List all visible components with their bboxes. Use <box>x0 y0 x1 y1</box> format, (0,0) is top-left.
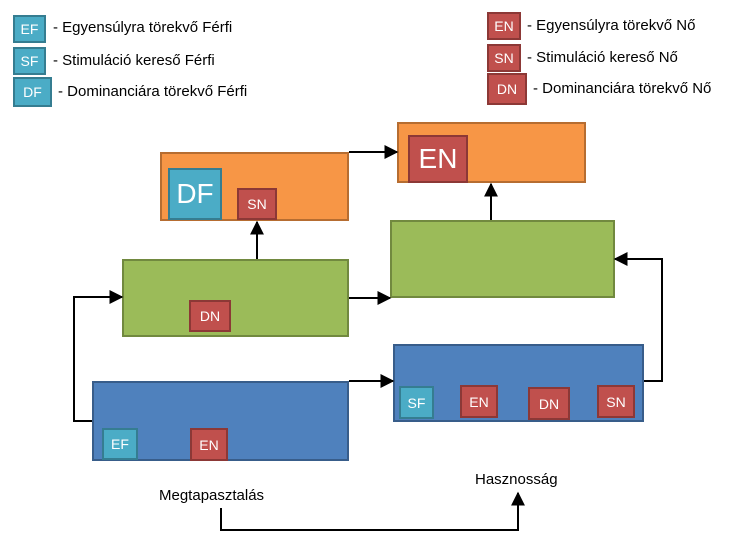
middle-right-box <box>390 220 615 298</box>
badge-sf: SF <box>399 386 434 419</box>
badge-en-top: EN <box>408 135 468 183</box>
badge-ef: EF <box>102 428 138 460</box>
label-hasznossag: Hasznosság <box>475 471 558 488</box>
badge-dn-bottom-right: DN <box>528 387 570 420</box>
legend-badge-sn: SN <box>487 44 521 72</box>
badge-sn-top: SN <box>237 188 277 220</box>
badge-en-bottom-right: EN <box>460 385 498 418</box>
badge-en-bottom-left: EN <box>190 428 228 461</box>
arrow-megtapasztalas-to-hasznossag <box>220 491 525 531</box>
legend-text-df: - Dominanciára törekvő Férfi <box>58 83 248 100</box>
legend-text-dn: - Dominanciára törekvő Nő <box>533 80 712 97</box>
legend-text-ef: - Egyensúlyra törekvő Férfi <box>53 19 233 36</box>
middle-left-box <box>122 259 349 337</box>
legend-badge-dn: DN <box>487 73 527 105</box>
arrow-bottomleft-to-middleleft <box>73 290 124 422</box>
legend-badge-ef: EF <box>13 15 46 43</box>
badge-dn-middle: DN <box>189 300 231 332</box>
legend-badge-sf: SF <box>13 47 46 75</box>
legend-text-sn: - Stimuláció kereső Nő <box>527 49 678 66</box>
badge-sn-bottom-right: SN <box>597 385 635 418</box>
arrow-bottomright-to-middleright <box>613 252 663 382</box>
legend-text-sf: - Stimuláció kereső Férfi <box>53 52 215 69</box>
legend-badge-en: EN <box>487 12 521 40</box>
badge-df: DF <box>168 168 222 220</box>
legend-badge-df: DF <box>13 77 52 107</box>
legend-text-en: - Egyensúlyra törekvő Nő <box>527 17 696 34</box>
label-megtapasztalas: Megtapasztalás <box>159 487 265 504</box>
